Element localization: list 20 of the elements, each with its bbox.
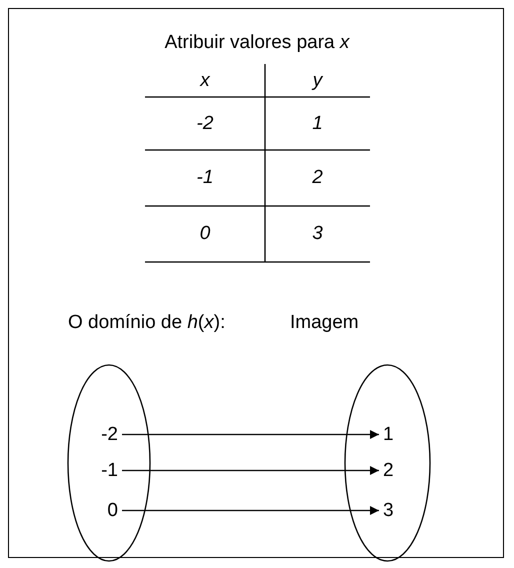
table-heading: Atribuir valores para x xyxy=(164,32,350,53)
set-element: -2 xyxy=(99,424,120,445)
mapping-arrow xyxy=(122,430,379,439)
table-cell: 1 xyxy=(312,112,323,134)
set-element: -1 xyxy=(99,460,120,481)
set-element: 3 xyxy=(381,500,396,521)
table-cell: -2 xyxy=(196,112,214,134)
table-cell: 3 xyxy=(312,223,323,244)
mapping-arrow xyxy=(122,506,379,515)
table-cell: 0 xyxy=(200,223,210,244)
mapping-arrow xyxy=(122,466,379,475)
column-header: y xyxy=(312,70,322,90)
set-element: 1 xyxy=(381,424,396,445)
set-heading: O domínio de h(x): xyxy=(68,312,226,334)
set-element: 0 xyxy=(105,500,120,521)
table-cell: -1 xyxy=(196,167,214,188)
set-element: 2 xyxy=(381,460,396,481)
table-cell: 2 xyxy=(312,167,323,188)
set-heading: Imagem xyxy=(290,312,359,334)
column-header: x xyxy=(200,70,210,90)
